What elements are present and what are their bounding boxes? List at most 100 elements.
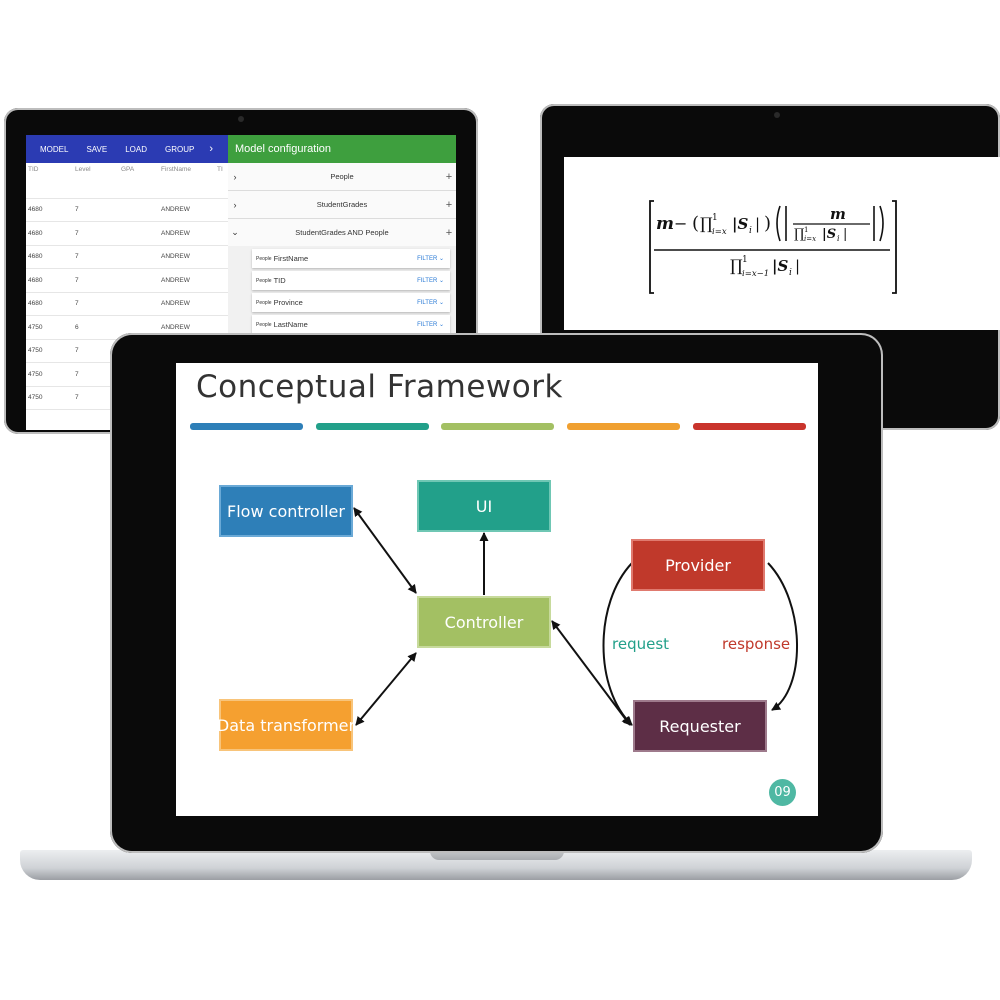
ui-box: UI: [417, 480, 551, 532]
arrow-controller-requester: [551, 620, 631, 726]
field-prefix: People: [256, 277, 272, 284]
formula: m − ( ∏ 1 i=x |S i | ) m ∏ 1 i=x |S i | …: [649, 200, 897, 294]
field-name: TID: [273, 276, 286, 285]
formula-prod: ∏: [730, 256, 743, 275]
section-studentgrades-and-people[interactable]: ⌄ StudentGrades AND People +: [228, 219, 456, 246]
cell-tid: 4750: [28, 370, 43, 378]
provider-box: Provider: [631, 539, 765, 591]
cell-level: 7: [75, 300, 79, 308]
field-name: FirstName: [273, 254, 309, 263]
cell-firstname: ANDREW: [161, 323, 190, 331]
cell-level: 7: [75, 370, 79, 378]
cell-level: 7: [75, 276, 79, 284]
field-card-province[interactable]: People Province FILTER ⌄: [252, 293, 450, 312]
field-name: Province: [273, 298, 303, 307]
chevron-right-icon[interactable]: ›: [233, 171, 237, 182]
formula-bar: |: [843, 227, 847, 242]
laptop-notch: [430, 850, 564, 860]
cell-firstname: ANDREW: [161, 300, 190, 308]
field-prefix: People: [256, 255, 272, 262]
section-people[interactable]: › People +: [228, 163, 456, 191]
formula-upper: 1: [804, 226, 808, 234]
app-toolbar: MODEL SAVE LOAD GROUP ›: [26, 135, 228, 163]
formula-prod: ∏: [794, 227, 804, 242]
plus-icon[interactable]: +: [445, 170, 453, 183]
cell-level: 7: [75, 394, 79, 402]
cell-tid: 4680: [28, 253, 43, 261]
diagram-arrows: [353, 507, 798, 726]
arrow-flow-controller-controller: [353, 507, 417, 594]
column-header[interactable]: GPA: [121, 165, 135, 173]
laptop-screen: Conceptual Framework Flow controller UI …: [110, 333, 883, 853]
grid-header: TID Level GPA FirstName TI: [26, 163, 228, 175]
formula-s: |S: [772, 257, 788, 275]
chevron-down-icon[interactable]: ⌄: [231, 227, 239, 237]
model-button[interactable]: MODEL: [40, 144, 69, 154]
formula-lower: i=x: [712, 227, 727, 237]
cell-level: 6: [75, 323, 79, 331]
field-card-tid[interactable]: People TID FILTER ⌄: [252, 271, 450, 290]
color-bar: [441, 423, 554, 430]
color-bar: [190, 423, 303, 430]
panel-title: Model configuration: [228, 135, 456, 163]
response-label: response: [722, 635, 791, 653]
cell-level: 7: [75, 229, 79, 237]
save-button[interactable]: SAVE: [86, 144, 108, 154]
controller-box: Controller: [417, 596, 551, 648]
cell-tid: 4750: [28, 323, 43, 331]
formula-sub-i: i: [837, 234, 840, 243]
table-row[interactable]: 4680 7 ANDREW: [26, 222, 228, 246]
field-card-lastname[interactable]: People LastName FILTER ⌄: [252, 315, 450, 334]
formula-sub-i: i: [749, 226, 752, 236]
formula-bar: |: [755, 215, 760, 233]
color-bar: [316, 423, 429, 430]
filter-button[interactable]: FILTER ⌄: [417, 300, 444, 306]
field-name: LastName: [273, 320, 308, 329]
group-button[interactable]: GROUP: [165, 144, 195, 154]
table-row[interactable]: [26, 175, 228, 199]
column-header[interactable]: TID: [28, 165, 39, 173]
formula-screen: m − ( ∏ 1 i=x |S i | ) m ∏ 1 i=x |S i | …: [564, 157, 1000, 330]
cell-tid: 4680: [28, 206, 43, 214]
formula-minus: −: [674, 214, 687, 233]
chevron-right-icon[interactable]: ›: [209, 143, 214, 155]
plus-icon[interactable]: +: [445, 226, 453, 239]
request-label: request: [612, 635, 670, 653]
data-transformer-box: Data transformer: [217, 699, 355, 751]
formula-s: |S: [822, 227, 836, 242]
arrow-request: [602, 562, 633, 726]
field-card-firstname[interactable]: People FirstName FILTER ⌄: [252, 249, 450, 268]
camera-icon: [774, 112, 780, 118]
section-label: People: [330, 172, 354, 181]
formula-sub-i: i: [789, 268, 792, 278]
flow-controller-box: Flow controller: [219, 485, 353, 537]
load-button[interactable]: LOAD: [125, 144, 147, 154]
formula-lower: i=x: [804, 235, 816, 243]
cell-level: 7: [75, 347, 79, 355]
cell-level: 7: [75, 253, 79, 261]
cell-firstname: ANDREW: [161, 206, 190, 214]
filter-button[interactable]: FILTER ⌄: [417, 256, 444, 262]
field-prefix: People: [256, 299, 272, 306]
chevron-right-icon[interactable]: ›: [233, 199, 237, 210]
formula-m: m: [830, 205, 846, 223]
slide-title: Conceptual Framework: [196, 369, 563, 405]
cell-tid: 4680: [28, 229, 43, 237]
cell-firstname: ANDREW: [161, 229, 190, 237]
formula-bar: |: [795, 257, 800, 275]
color-bar: [567, 423, 680, 430]
cell-tid: 4680: [28, 276, 43, 284]
column-header[interactable]: TI: [217, 165, 223, 173]
presentation-slide: Conceptual Framework Flow controller UI …: [176, 363, 818, 816]
filter-button[interactable]: FILTER ⌄: [417, 322, 444, 328]
section-label: StudentGrades AND People: [295, 228, 389, 237]
column-header[interactable]: FirstName: [161, 165, 191, 173]
column-header[interactable]: Level: [75, 165, 91, 173]
plus-icon[interactable]: +: [445, 198, 453, 211]
section-studentgrades[interactable]: › StudentGrades +: [228, 191, 456, 219]
filter-button[interactable]: FILTER ⌄: [417, 278, 444, 284]
